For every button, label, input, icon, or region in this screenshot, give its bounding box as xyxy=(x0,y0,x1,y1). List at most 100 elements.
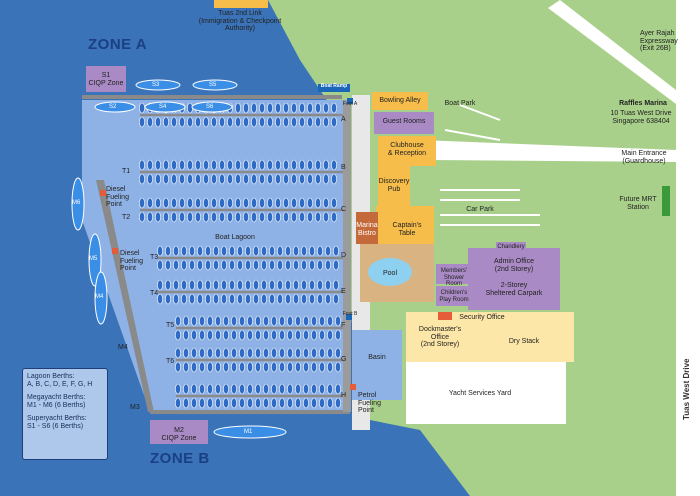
berth-boat xyxy=(155,159,161,171)
berth-boat xyxy=(199,315,205,327)
berth-boat xyxy=(211,173,217,185)
berth-boat xyxy=(303,347,309,359)
berth-boat xyxy=(299,173,305,185)
berth-boat xyxy=(285,293,291,305)
berth-boat xyxy=(307,211,313,223)
berth-boat xyxy=(331,197,337,209)
berth-boat xyxy=(171,173,177,185)
berth-boat xyxy=(271,383,277,395)
berth-boat xyxy=(267,116,273,128)
captains-table-bldg xyxy=(376,206,434,246)
berth-boat xyxy=(227,211,233,223)
berth-boat xyxy=(139,102,145,114)
berth-boat xyxy=(323,116,329,128)
berth-boat xyxy=(205,245,211,257)
berth-boat xyxy=(315,116,321,128)
ayer-rajah-label: Ayer Rajah Expressway (Exit 26B) xyxy=(640,30,678,53)
berth-boat xyxy=(259,116,265,128)
berth-boat xyxy=(223,315,229,327)
legend-mega-value: M1 - M6 (6 Berths) xyxy=(27,402,86,410)
berth-boat xyxy=(235,173,241,185)
berth-boat xyxy=(203,159,209,171)
berth-boat xyxy=(195,173,201,185)
berth-boat xyxy=(295,347,301,359)
berth-boat xyxy=(247,361,253,373)
berth-boat xyxy=(235,159,241,171)
chandlery-bldg xyxy=(496,242,526,252)
legend-super-title: Superyacht Berths: xyxy=(27,415,87,423)
berth-boat xyxy=(195,159,201,171)
berth-boat xyxy=(303,315,309,327)
sheltered-carpark-label: 2-Storey Sheltered Carpark xyxy=(485,282,543,297)
berth-boat xyxy=(157,293,163,305)
berth-boat xyxy=(255,329,261,341)
berth-boat xyxy=(171,197,177,209)
berth-boat xyxy=(325,293,331,305)
boat-lagoon-label: Boat Lagoon xyxy=(215,234,255,241)
security-office-bldg xyxy=(438,312,452,320)
berth-boat xyxy=(213,259,219,271)
berth-boat xyxy=(211,211,217,223)
berth-boat xyxy=(283,197,289,209)
berth-boat xyxy=(147,159,153,171)
berth-boat xyxy=(323,102,329,114)
berth-boat xyxy=(219,211,225,223)
berth-boat xyxy=(181,245,187,257)
berth-boat xyxy=(293,259,299,271)
berth-boat xyxy=(293,245,299,257)
berth-boat xyxy=(267,211,273,223)
clubhouse-bldg xyxy=(378,136,436,166)
berth-boat xyxy=(231,397,237,409)
berth-boat xyxy=(215,329,221,341)
berth-boat xyxy=(147,173,153,185)
boat-s4-label: S4 xyxy=(159,104,167,110)
legend-super-value: S1 - S6 (6 Berths) xyxy=(27,423,84,431)
raffles-address-label: 10 Tuas West Drive Singapore 638404 xyxy=(610,110,672,125)
basin-label: Basin xyxy=(368,354,386,361)
berth-boat xyxy=(331,116,337,128)
berth-boat xyxy=(155,116,161,128)
berth-boat xyxy=(263,315,269,327)
berth-boat xyxy=(247,397,253,409)
berth-boat xyxy=(299,102,305,114)
admin-office-label: Admin Office (2nd Storey) xyxy=(494,258,534,273)
berth-boat xyxy=(275,102,281,114)
berth-boat xyxy=(307,102,313,114)
berth-boat xyxy=(295,383,301,395)
marina-bistro-label: Marina Bistro xyxy=(356,222,378,237)
pier-t5-label: T5 xyxy=(166,322,175,329)
berth-legend: Lagoon Berths: A, B, C, D, E, F, G, H Me… xyxy=(22,368,108,460)
berth-boat xyxy=(261,259,267,271)
tuas-link-label: Tuas 2nd Link (Immigration & Checkpoint … xyxy=(198,10,282,33)
berth-boat xyxy=(291,197,297,209)
berth-boat xyxy=(197,293,203,305)
berth-boat xyxy=(315,173,321,185)
berth-boat xyxy=(325,279,331,291)
berth-boat xyxy=(221,245,227,257)
berth-boat xyxy=(171,116,177,128)
berth-boat xyxy=(195,197,201,209)
clubhouse-label: Clubhouse & Reception xyxy=(387,142,427,157)
berth-boat xyxy=(239,361,245,373)
berth-boat xyxy=(319,383,325,395)
berth-boat xyxy=(295,361,301,373)
berth-boat xyxy=(219,116,225,128)
diesel-fueling-label-2: Diesel Fueling Point xyxy=(120,250,143,273)
berth-boat xyxy=(285,245,291,257)
berth-boat xyxy=(309,259,315,271)
berth-boat xyxy=(173,245,179,257)
berth-boat xyxy=(277,279,283,291)
berth-boat xyxy=(235,197,241,209)
berth-boat xyxy=(139,211,145,223)
members-shower-bldg xyxy=(436,264,472,284)
berth-boat xyxy=(303,397,309,409)
berth-boat xyxy=(335,329,341,341)
berth-boat xyxy=(331,102,337,114)
berth-boat xyxy=(227,116,233,128)
berth-boat xyxy=(327,347,333,359)
berth-boat xyxy=(205,293,211,305)
berth-boat xyxy=(207,383,213,395)
berth-boat xyxy=(333,245,339,257)
breakwater-west xyxy=(96,180,154,412)
berth-boat xyxy=(231,347,237,359)
